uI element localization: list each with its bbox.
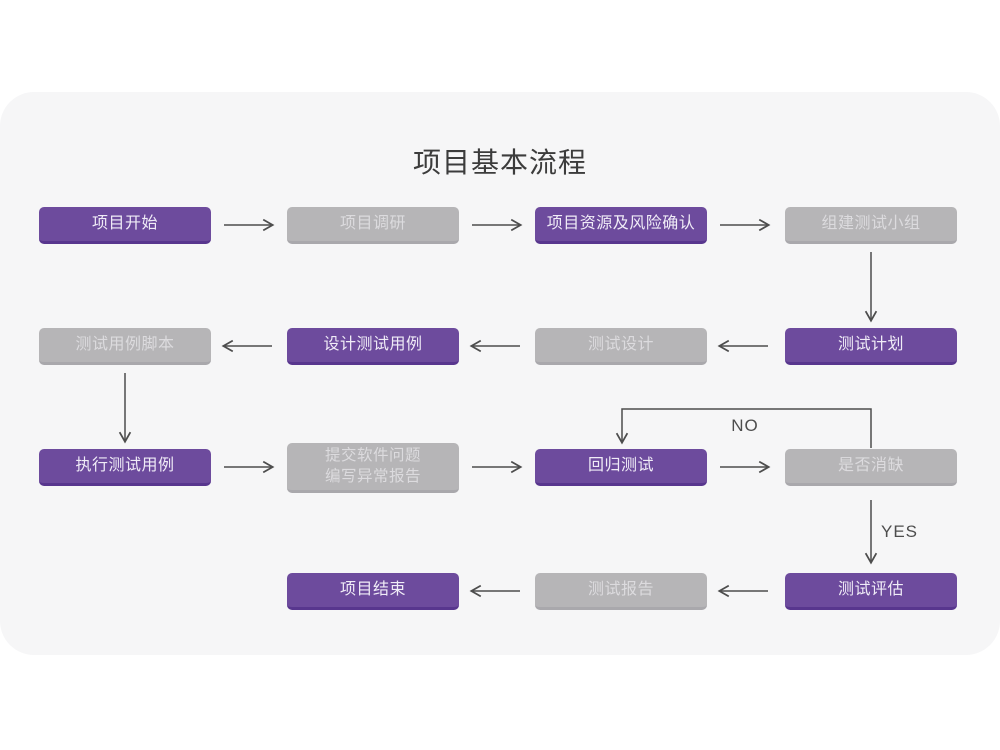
node-design-test-case: 设计测试用例 xyxy=(287,328,459,365)
yes-branch-label: YES xyxy=(881,522,919,541)
node-test-report: 测试报告 xyxy=(535,573,707,610)
node-label: 测试用例脚本 xyxy=(75,335,175,353)
no-branch-label: NO xyxy=(731,416,759,435)
node-test-plan: 测试计划 xyxy=(785,328,957,365)
node-regression-test: 回归测试 xyxy=(535,449,707,486)
node-defect-resolved-check: 是否消缺 xyxy=(785,449,957,486)
node-label: 设计测试用例 xyxy=(323,335,423,353)
node-label: 执行测试用例 xyxy=(75,456,175,474)
node-test-evaluate: 测试评估 xyxy=(785,573,957,610)
node-project-end: 项目结束 xyxy=(287,573,459,610)
node-build-test-team: 组建测试小组 xyxy=(785,207,957,244)
node-execute-test-case: 执行测试用例 xyxy=(39,449,211,486)
node-label-line1: 提交软件问题 xyxy=(324,447,421,465)
node-project-research: 项目调研 xyxy=(287,207,459,244)
node-label: 测试设计 xyxy=(587,335,654,353)
node-project-start: 项目开始 xyxy=(39,207,211,244)
node-label: 项目结束 xyxy=(339,580,406,598)
node-label: 项目资源及风险确认 xyxy=(546,214,696,232)
node-label: 项目开始 xyxy=(91,214,158,232)
node-label: 组建测试小组 xyxy=(821,214,921,232)
page-title: 项目基本流程 xyxy=(412,147,587,178)
node-resource-risk-confirm: 项目资源及风险确认 xyxy=(535,207,707,244)
node-label: 测试评估 xyxy=(837,580,904,598)
node-label: 测试报告 xyxy=(587,580,654,598)
node-label: 回归测试 xyxy=(587,456,654,474)
node-submit-issue-report: 提交软件问题 编写异常报告 xyxy=(287,443,459,493)
flowchart-card xyxy=(0,92,1000,655)
node-test-design: 测试设计 xyxy=(535,328,707,365)
node-label: 是否消缺 xyxy=(837,456,904,474)
node-label: 项目调研 xyxy=(339,214,406,232)
node-test-case-script: 测试用例脚本 xyxy=(39,328,211,365)
node-label-line2: 编写异常报告 xyxy=(324,467,421,485)
node-label: 测试计划 xyxy=(837,335,904,353)
